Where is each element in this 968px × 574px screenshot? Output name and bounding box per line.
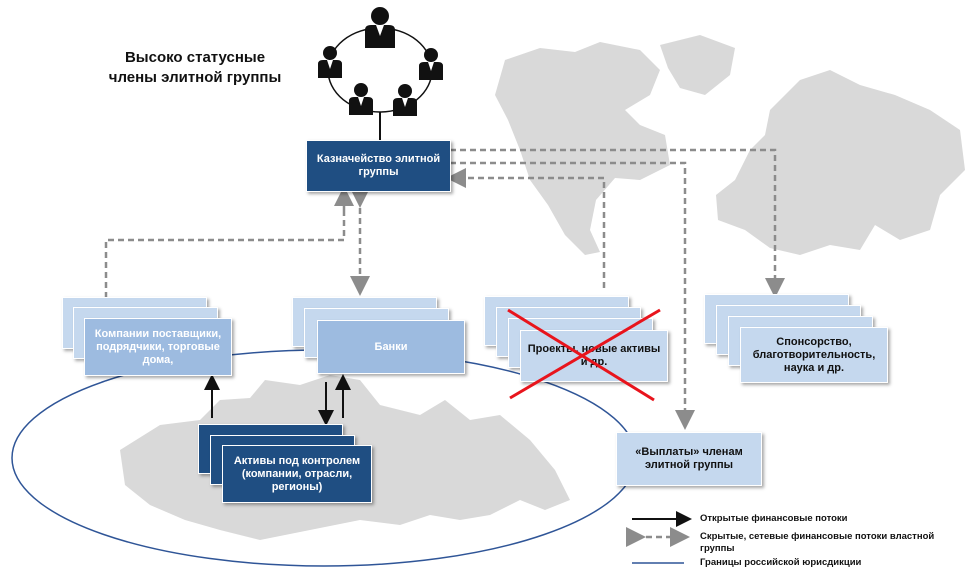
title-line-2: члены элитной группы [108,69,282,86]
europe-map [716,70,965,255]
sponsorship-box: Спонсорство, благотворительность, наука … [740,327,888,383]
companies-label: Компании поставщики, подрядчики, торговы… [94,327,222,366]
banks-label: Банки [374,340,408,353]
person-icon [419,48,443,80]
assets-label: Активы под контролем (компании, отрасли,… [233,454,361,493]
treasury-payments-flow [450,161,695,430]
projects-treasury-flow [446,168,606,288]
payments-box: «Выплаты» членам элитной группы [616,432,762,486]
payments-label: «Выплаты» членам элитной группы [635,446,743,471]
sponsorship-label: Спонсорство, благотворительность, наука … [752,335,876,374]
person-icon [393,84,417,116]
assets-box: Активы под контролем (компании, отрасли,… [222,445,372,503]
diagram-title: Высоко статусные члены элитной группы [95,48,295,88]
treasury-companies-flow [104,200,346,297]
treasury-label: Казначейство элитной группы [316,153,441,178]
person-icon [365,7,395,48]
person-icon [349,83,373,115]
legend-hidden-flows: Скрытые, сетевые финансовые потоки власт… [700,531,935,554]
title-line-1: Высоко статусные [124,49,266,66]
legend-open-flows: Открытые финансовые потоки [700,513,848,524]
companies-box: Компании поставщики, подрядчики, торговы… [84,318,232,376]
legend-jurisdiction: Границы российской юрисдикции [700,557,862,568]
north-america-map [495,42,670,255]
greenland-map [660,35,735,95]
person-icon [318,46,342,78]
treasury-box: Казначейство элитной группы [306,140,451,192]
treasury-sponsorship-flow [450,148,785,298]
banks-box: Банки [317,320,465,374]
